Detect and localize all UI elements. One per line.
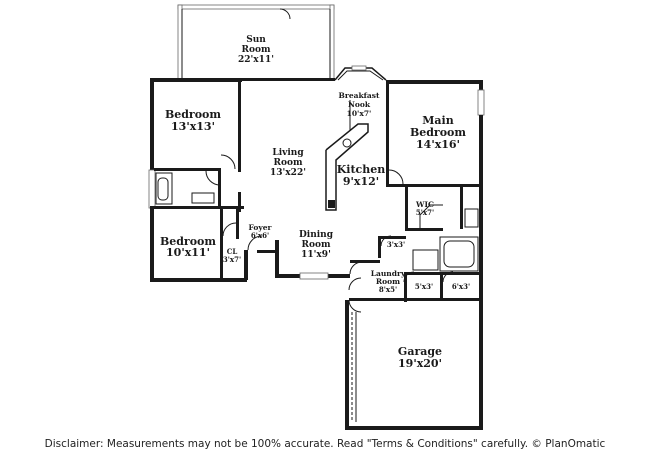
room-label-wic: WIC 5'x7' <box>415 200 434 217</box>
room-label-dining-room: Dining Room 11'x9' <box>299 230 334 260</box>
room-size: 14'x16' <box>416 138 460 151</box>
room-label-kitchen: Kitchen 9'x12' <box>337 163 386 188</box>
room-size: 6'x3' <box>452 282 470 291</box>
interior-walls <box>154 82 483 313</box>
room-name: WIC <box>415 200 434 209</box>
room-name: Bedroom <box>410 126 466 139</box>
room-name: CL <box>227 247 238 256</box>
room-size: 10'x11' <box>166 246 210 259</box>
room-label-bedroom-2: Bedroom 10'x11' <box>160 235 216 259</box>
room-name: Room <box>241 45 270 55</box>
room-size: 5'x7' <box>416 208 434 217</box>
room-size: 13'x13' <box>171 120 215 133</box>
room-name: Laundry <box>371 269 406 278</box>
room-name: Room <box>376 277 400 286</box>
room-name: Kitchen <box>337 163 386 176</box>
room-label-small-closet: 3'x3' <box>387 240 405 249</box>
room-size: 19'x20' <box>398 357 442 370</box>
disclaimer-text: Disclaimer: Measurements may not be 100%… <box>44 438 606 450</box>
room-name: Dining <box>299 230 334 240</box>
room-size: 11'x9' <box>301 250 331 260</box>
room-name: Living <box>272 148 304 158</box>
room-name: Garage <box>398 345 442 358</box>
room-name: Room <box>273 158 302 168</box>
room-label-laundry-room: Laundry Room 8'x5' <box>371 269 406 294</box>
room-name: Bedroom <box>165 108 221 121</box>
room-name: Main <box>422 114 453 127</box>
room-name: Room <box>301 240 330 250</box>
room-label-breakfast-nook: Breakfast Nook 10'x7' <box>339 91 380 118</box>
room-label-sun-room: Sun Room 22'x11' <box>238 35 274 65</box>
room-label-foyer: Foyer 6'x6' <box>249 223 273 240</box>
room-label-main-bedroom: Main Bedroom 14'x16' <box>410 114 466 151</box>
room-size: 8'x5' <box>379 285 397 294</box>
room-size: 9'x12' <box>343 175 379 188</box>
room-label-storage-2: 6'x3' <box>452 282 470 291</box>
room-name: Sun <box>246 35 266 45</box>
room-size: 13'x22' <box>270 168 306 178</box>
room-label-bedroom-1: Bedroom 13'x13' <box>165 108 221 133</box>
room-size: 6'x6' <box>251 231 269 240</box>
sun-room-walls <box>177 4 335 81</box>
room-name: Foyer <box>249 223 273 232</box>
room-name: Nook <box>348 100 371 109</box>
room-name: Bedroom <box>160 235 216 248</box>
room-label-living-room: Living Room 13'x22' <box>270 148 306 178</box>
room-label-garage: Garage 19'x20' <box>398 345 442 370</box>
room-size: 3'x3' <box>387 240 405 249</box>
room-size: 3'x7' <box>223 255 241 264</box>
room-size: 5'x3' <box>415 282 433 291</box>
room-label-closet: CL 3'x7' <box>223 247 241 264</box>
room-label-storage-1: 5'x3' <box>415 282 433 291</box>
room-name: Breakfast <box>339 91 380 100</box>
room-size: 22'x11' <box>238 55 274 65</box>
room-size: 10'x7' <box>347 109 372 118</box>
